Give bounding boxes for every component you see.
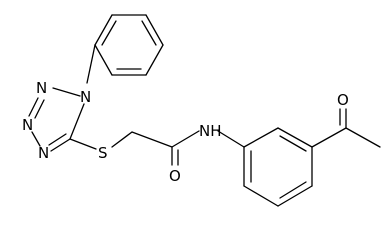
atom-label-s: S bbox=[98, 144, 108, 162]
double-bond-inner bbox=[279, 135, 307, 152]
chemical-structure-diagram: N N N N S O NH O bbox=[22, 14, 381, 207]
atom-label-nh: NH bbox=[199, 122, 222, 140]
atom-label-n2: N bbox=[36, 79, 47, 97]
bond bbox=[277, 127, 313, 148]
atom-label-n4: N bbox=[38, 144, 49, 162]
bond bbox=[52, 87, 81, 97]
double-bond-inner bbox=[101, 20, 117, 46]
bond bbox=[50, 138, 71, 152]
bond bbox=[94, 44, 113, 76]
atom-label-n3: N bbox=[22, 116, 33, 134]
bond-c5-s bbox=[69, 138, 97, 150]
bond-acetyl-methyl bbox=[345, 127, 381, 148]
structure-canvas: N N N N S O NH O bbox=[22, 14, 381, 207]
bond bbox=[31, 131, 41, 147]
atom-label-n1: N bbox=[80, 88, 91, 106]
double-bond-inner bbox=[34, 99, 45, 119]
bond bbox=[69, 103, 85, 140]
bond bbox=[145, 14, 164, 46]
atom-label-amide-o: O bbox=[169, 167, 181, 185]
atom-label-ketone-o: O bbox=[337, 91, 349, 109]
acetylphenyl-ring bbox=[243, 127, 313, 207]
phenyl-ring bbox=[94, 14, 164, 76]
bond bbox=[28, 97, 39, 117]
bond-nh-aryl bbox=[217, 130, 245, 148]
bond bbox=[94, 14, 113, 46]
bond-s-ch2 bbox=[111, 131, 133, 148]
bond-ring-acetyl bbox=[311, 127, 347, 148]
bond-phenyl-n1 bbox=[86, 44, 96, 84]
double-bond-inner bbox=[279, 181, 307, 199]
bond-ch2-carbonyl bbox=[131, 131, 173, 148]
bond bbox=[277, 185, 313, 207]
bond bbox=[243, 185, 279, 207]
double-bond-inner bbox=[141, 20, 157, 46]
tetrazole-ring bbox=[28, 87, 85, 152]
bond bbox=[243, 127, 279, 148]
bond-carbonyl-nh bbox=[171, 130, 200, 148]
bond bbox=[145, 44, 164, 76]
double-bond-inner bbox=[48, 133, 67, 146]
